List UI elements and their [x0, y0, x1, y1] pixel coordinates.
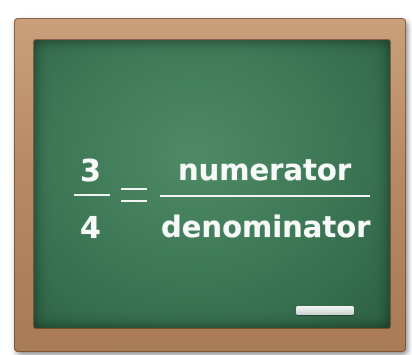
fraction-bar-large	[160, 195, 370, 197]
numerator-word: numerator	[178, 153, 352, 187]
equals-sign	[121, 188, 147, 202]
equals-bar-bottom	[121, 200, 147, 202]
fraction-bar-small	[74, 194, 110, 196]
fraction-numerator-value: 3	[80, 154, 101, 189]
denominator-word: denominator	[161, 210, 371, 244]
chalk-piece	[296, 306, 354, 315]
equals-bar-top	[121, 188, 147, 190]
fraction-denominator-value: 4	[80, 211, 101, 246]
chalkboard-frame: 3 4 numerator denominator	[14, 18, 406, 352]
chalkboard-surface: 3 4 numerator denominator	[34, 40, 390, 328]
